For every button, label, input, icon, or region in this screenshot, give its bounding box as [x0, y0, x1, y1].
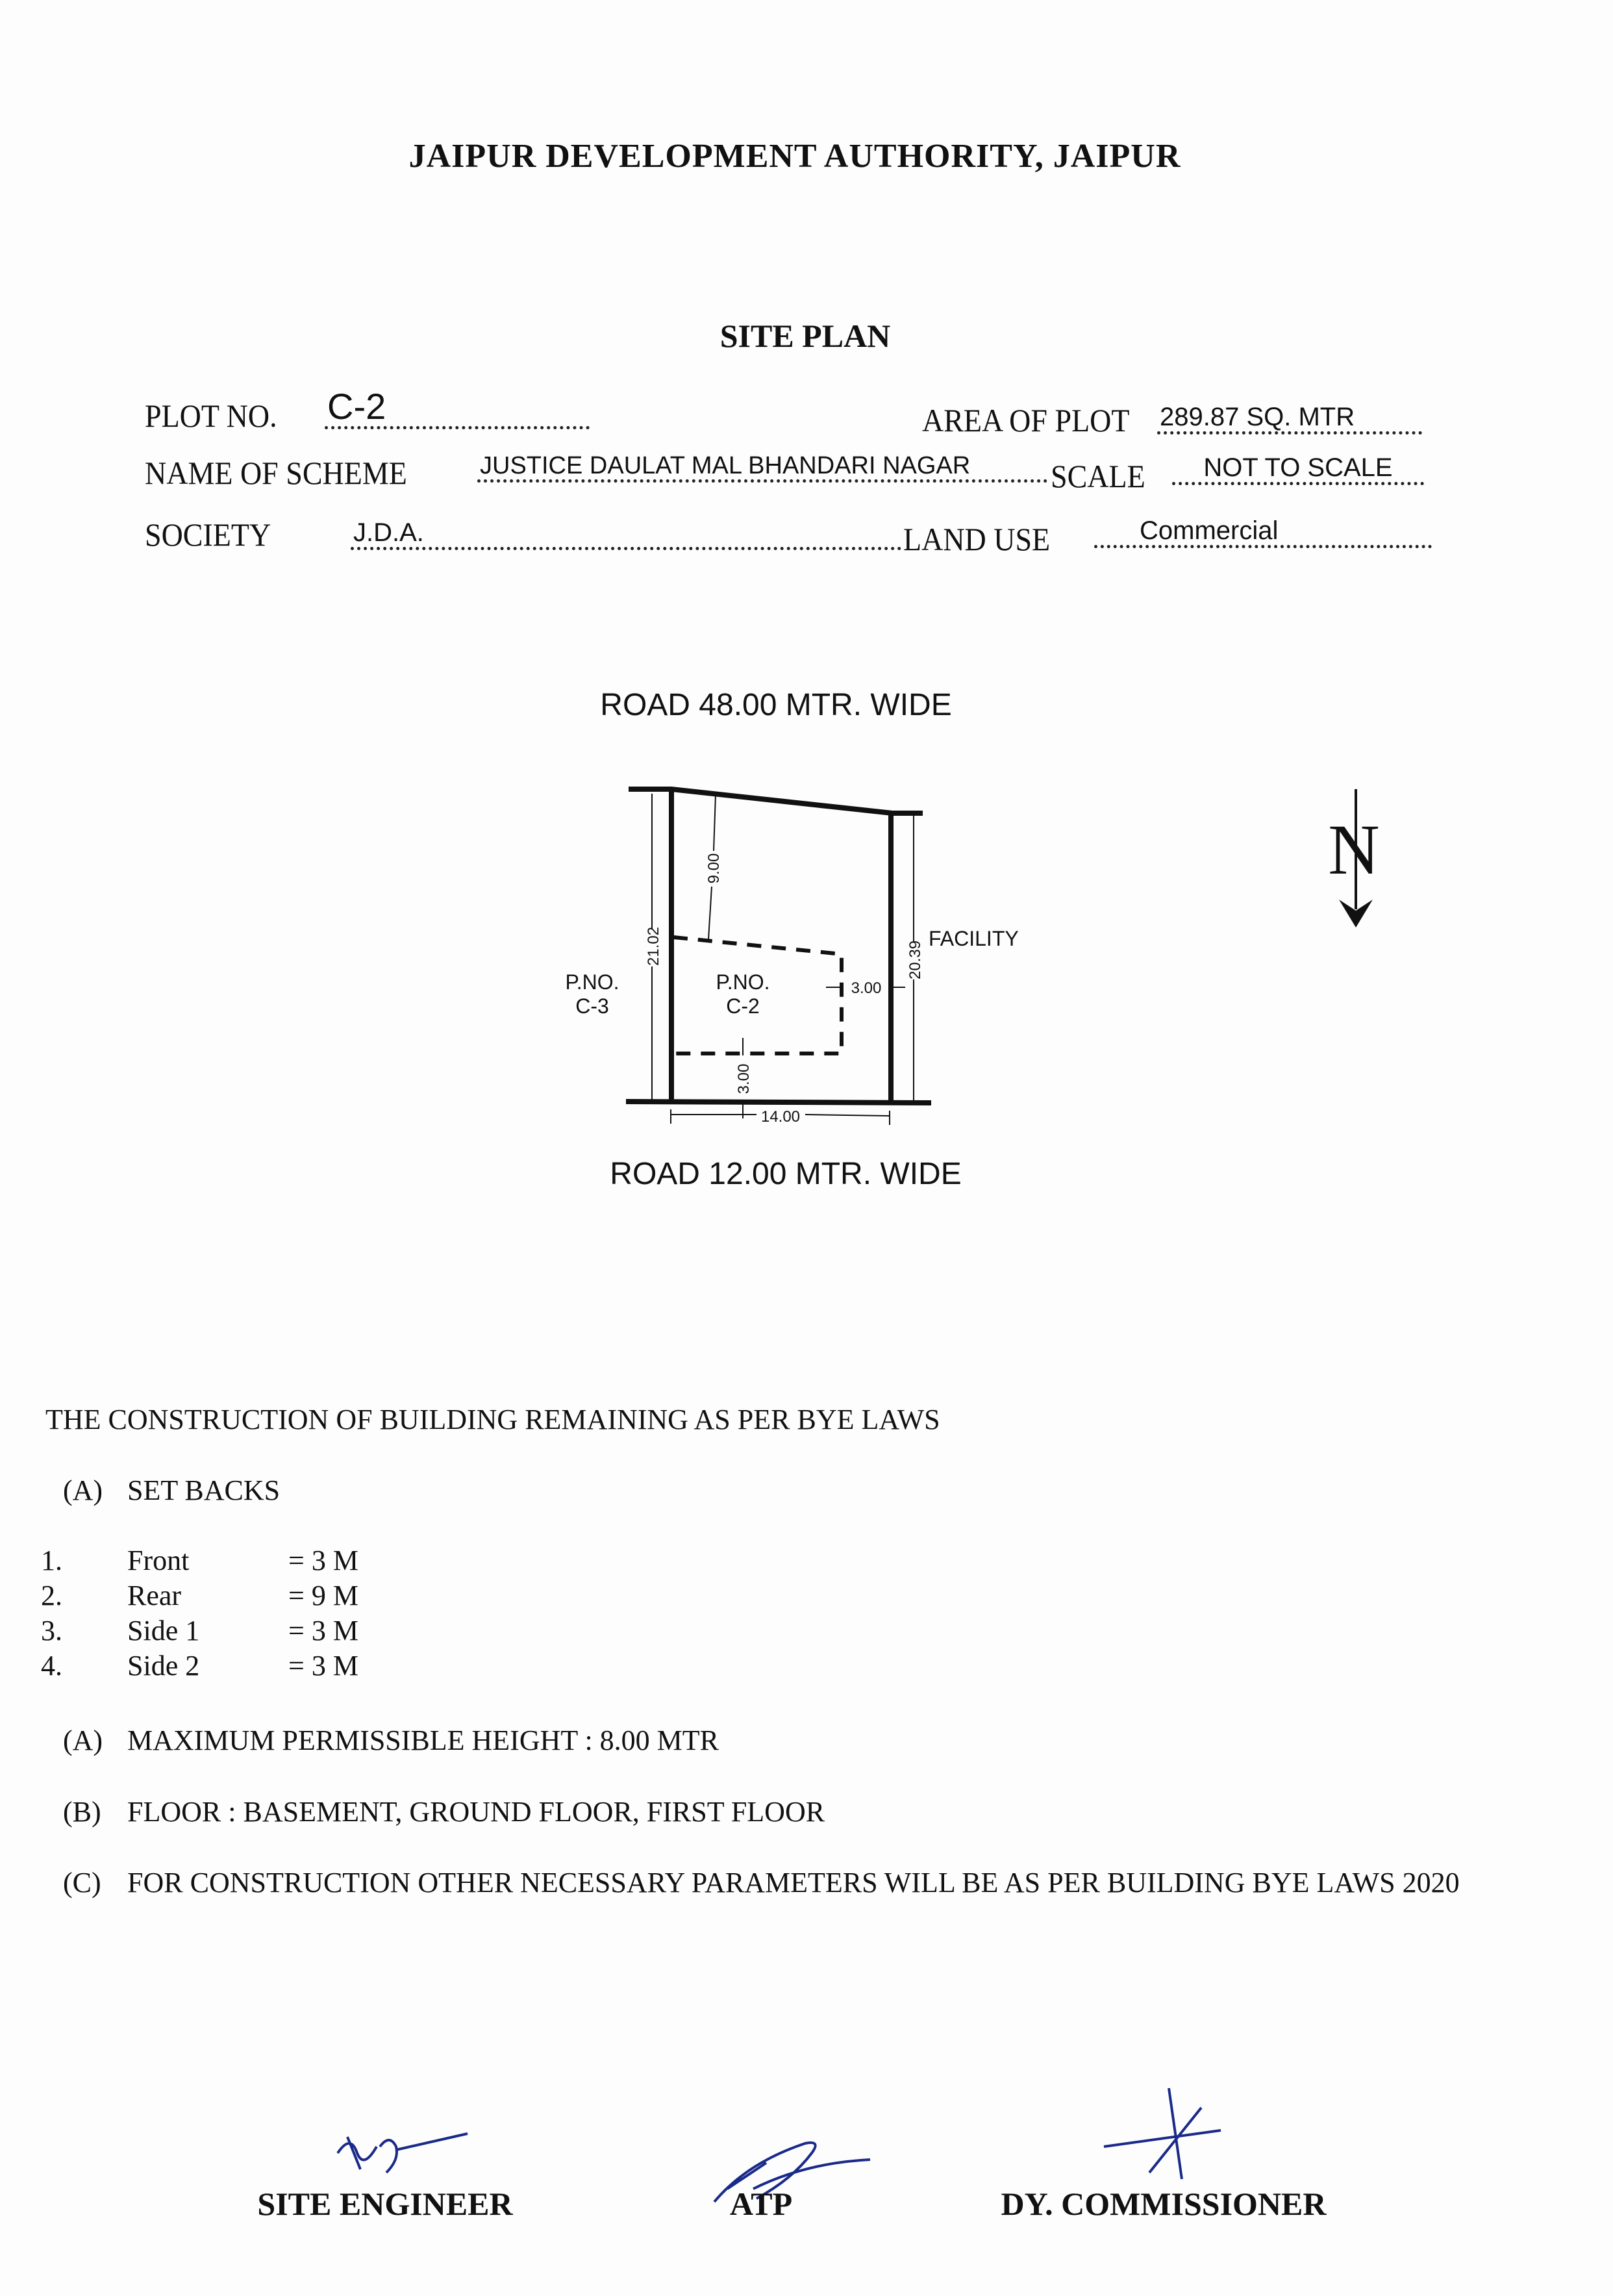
setback-value: = 3 M — [288, 1650, 358, 1682]
dim-left: 21.02 — [645, 927, 662, 966]
dy-commissioner-signature — [1103, 2088, 1221, 2180]
setback-name: Side 1 — [127, 1615, 200, 1646]
page-title: SITE PLAN — [719, 318, 891, 354]
setback-num: 1. — [41, 1545, 62, 1576]
rule-marker: (C) — [63, 1867, 101, 1899]
rule-floors: FLOOR : BASEMENT, GROUND FLOOR, FIRST FL… — [127, 1796, 825, 1828]
society-value: J.D.A. — [351, 520, 901, 550]
site-engineer-label: SITE ENGINEER — [257, 2186, 513, 2222]
north-arrowhead-icon — [1339, 900, 1373, 927]
road-bottom-label: ROAD 12.00 MTR. WIDE — [610, 1157, 962, 1191]
dim-width: 14.00 — [761, 1108, 800, 1126]
setback-value: = 9 M — [288, 1580, 358, 1611]
dim-front: 3.00 — [735, 1064, 753, 1094]
scheme-label: NAME OF SCHEME — [145, 455, 407, 491]
land-use-label: LAND USE — [903, 521, 1051, 557]
dy-commissioner-label: DY. COMMISSIONER — [1001, 2186, 1327, 2222]
society-label: SOCIETY — [145, 516, 271, 553]
dim-side: 3.00 — [851, 979, 882, 997]
scale-value: NOT TO SCALE — [1172, 455, 1424, 485]
setback-name: Side 2 — [127, 1650, 200, 1682]
rule-max-height: MAXIMUM PERMISSIBLE HEIGHT : 8.00 MTR — [127, 1724, 719, 1756]
setback-value: = 3 M — [288, 1545, 358, 1576]
rule-other-parameters: FOR CONSTRUCTION OTHER NECESSARY PARAMET… — [127, 1867, 1460, 1899]
atp-label: ATP — [729, 2186, 793, 2222]
setback-value: = 3 M — [288, 1615, 358, 1646]
plot-no-value: C-2 — [325, 388, 590, 429]
land-use-value: Commercial — [1094, 518, 1432, 548]
building-line-dashed — [673, 935, 844, 1055]
rules-intro: THE CONSTRUCTION OF BUILDING REMAINING A… — [45, 1404, 940, 1435]
scheme-value: JUSTICE DAULAT MAL BHANDARI NAGAR — [477, 453, 1047, 483]
left-plot-label-1: P.NO. — [566, 970, 619, 994]
setbacks-marker: (A) — [63, 1474, 103, 1506]
north-label: N — [1328, 810, 1379, 889]
setback-num: 4. — [41, 1650, 62, 1682]
area-value: 289.87 SQ. MTR — [1157, 404, 1422, 435]
setback-num: 2. — [41, 1580, 62, 1611]
atp-signature — [713, 2141, 871, 2203]
plot-no-label: PLOT NO. — [145, 397, 277, 434]
rule-marker: (B) — [63, 1796, 101, 1828]
this-plot-label-2: C-2 — [726, 994, 760, 1018]
road-bottom-boundary — [625, 1099, 932, 1105]
authority-title: JAIPUR DEVELOPMENT AUTHORITY, JAIPUR — [408, 138, 1181, 175]
setback-name: Front — [127, 1545, 190, 1576]
dim-right: 20.39 — [907, 940, 924, 979]
rule-marker: (A) — [63, 1724, 103, 1756]
facility-label: FACILITY — [929, 927, 1019, 950]
road-top-label: ROAD 48.00 MTR. WIDE — [600, 688, 952, 722]
site-engineer-signature — [336, 2132, 468, 2174]
scale-label: SCALE — [1051, 458, 1145, 494]
dim-rear: 9.00 — [705, 853, 723, 884]
road-top-boundary — [629, 787, 923, 816]
setback-name: Rear — [127, 1580, 182, 1611]
setback-num: 3. — [41, 1615, 62, 1646]
area-label: AREA OF PLOT — [922, 402, 1130, 438]
setbacks-heading: SET BACKS — [127, 1474, 281, 1506]
left-plot-label-2: C-3 — [575, 994, 609, 1018]
this-plot-label-1: P.NO. — [716, 970, 770, 994]
